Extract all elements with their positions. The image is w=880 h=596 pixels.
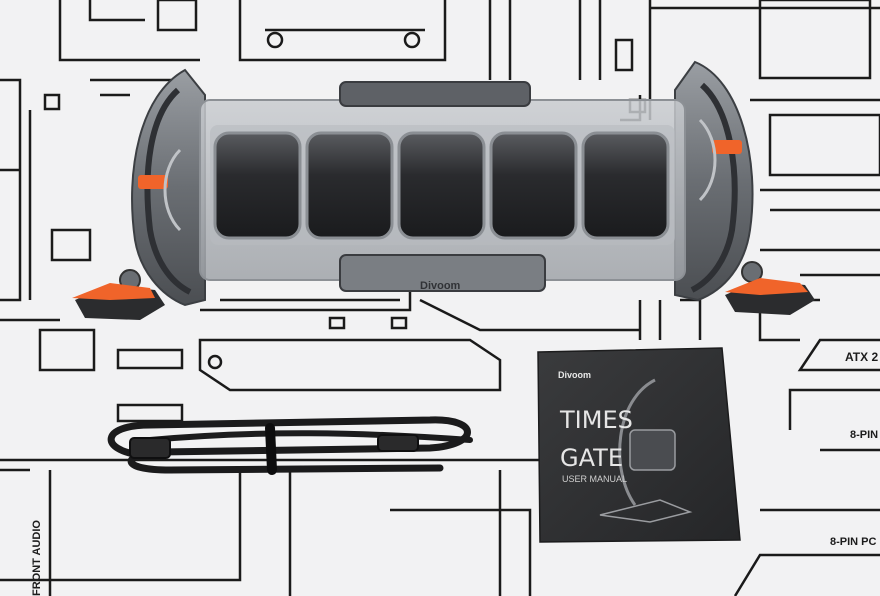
user-manual-booklet — [537, 347, 741, 543]
booklet-brand: Divoom — [558, 370, 591, 380]
label-front-audio: FRONT AUDIO — [31, 520, 43, 596]
label-8-pin-pc: 8-PIN PC — [830, 536, 877, 548]
label-8-pin: 8-PIN — [850, 429, 878, 441]
device-screen-2 — [305, 131, 394, 240]
booklet-title-line2: GATE — [560, 444, 623, 472]
device-logo: Divoom — [420, 280, 461, 292]
booklet-title-line1: TIMES — [559, 406, 633, 434]
device-right-arm — [674, 60, 815, 315]
booklet-subtitle: USER MANUAL — [562, 474, 627, 484]
device-screen-3 — [397, 131, 486, 240]
label-atx: ATX 2 — [845, 350, 878, 364]
device-screen-1 — [213, 131, 302, 240]
device-screens — [213, 131, 670, 240]
usb-cable — [107, 416, 473, 475]
device-left-arm — [72, 68, 206, 320]
device-screen-5 — [581, 131, 670, 240]
device-screen-4 — [489, 131, 578, 240]
